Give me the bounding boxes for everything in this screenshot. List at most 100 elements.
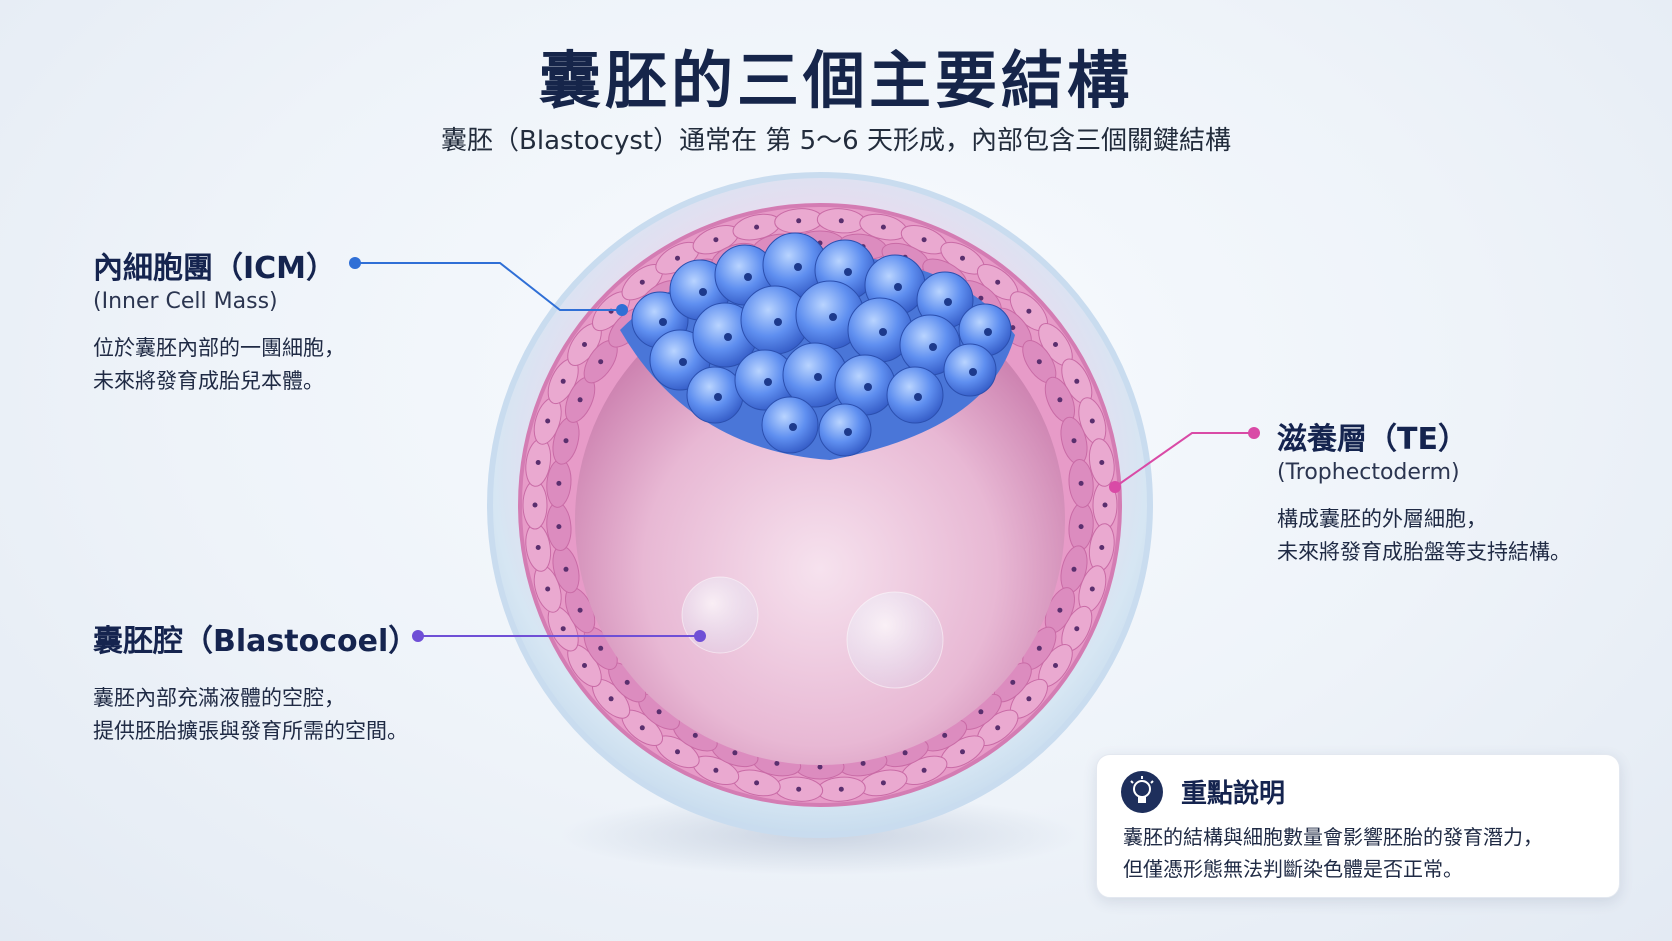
cell-nucleus	[532, 502, 538, 508]
cell-nucleus	[944, 298, 952, 306]
cell-nucleus	[713, 237, 719, 243]
cell-nucleus	[902, 750, 908, 756]
cell-nucleus	[1102, 502, 1108, 508]
cavity-label: 囊胚腔（Blastocoel） 囊胚內部充滿液體的空腔， 提供胚胎擴張與發育所需…	[93, 616, 418, 748]
cell-nucleus	[1078, 480, 1084, 486]
cell-nucleus	[960, 255, 965, 261]
cell-nucleus	[969, 368, 977, 376]
cell-nucleus	[556, 524, 562, 530]
note-line: 但僅憑形態無法判斷染色體是否正常。	[1123, 857, 1463, 881]
page-title: 囊胚的三個主要結構	[538, 44, 1133, 117]
cell-nucleus	[814, 373, 822, 381]
cell-nucleus	[1053, 342, 1058, 347]
page-subtitle: 囊胚（Blastocyst）通常在 第 5～6 天形成，內部包含三個關鍵結構	[441, 126, 1231, 156]
cell-nucleus	[774, 318, 782, 326]
cell-nucleus	[1053, 663, 1058, 668]
cell-nucleus	[724, 333, 732, 341]
cell-nucleus	[960, 749, 965, 755]
cell-nucleus	[864, 383, 872, 391]
cell-nucleus	[624, 679, 630, 685]
cell-nucleus	[608, 696, 614, 702]
cell-nucleus	[838, 786, 844, 792]
cell-nucleus	[794, 263, 802, 271]
cell-nucleus	[921, 767, 927, 773]
cell-nucleus	[563, 438, 569, 444]
cell-nucleus	[829, 313, 837, 321]
cell-nucleus	[838, 218, 844, 224]
te-description: 構成囊胚的外層細胞， 未來將發育成胎盤等支持結構。	[1277, 503, 1571, 569]
cell-nucleus	[879, 328, 887, 336]
note-body: 囊胚的結構與細胞數量會影響胚胎的發育潛力， 但僅憑形態無法判斷染色體是否正常。	[1123, 821, 1543, 885]
cell-nucleus	[764, 378, 772, 386]
cell-nucleus	[577, 397, 583, 403]
cell-nucleus	[679, 358, 687, 366]
cell-nucleus	[817, 764, 823, 770]
cell-nucleus	[1057, 397, 1063, 403]
cell-nucleus	[732, 750, 738, 756]
cell-nucleus	[1089, 418, 1095, 424]
icm-cells	[631, 232, 1012, 457]
icm-label: 內細胞團（ICM） (Inner Cell Mass) 位於囊胚內部的一團細胞，…	[93, 243, 345, 398]
fluid-bubble	[681, 576, 759, 654]
te-desc-line: 構成囊胚的外層細胞，	[1277, 507, 1487, 531]
fluid-bubble	[846, 591, 944, 689]
icm-description: 位於囊胚內部的一團細胞， 未來將發育成胎兒本體。	[93, 332, 345, 398]
cell-nucleus	[659, 318, 667, 326]
icm-subtitle: (Inner Cell Mass)	[93, 289, 278, 314]
cell-nucleus	[1071, 566, 1077, 572]
icm-desc-line: 未來將發育成胎兒本體。	[93, 369, 324, 393]
cell-nucleus	[1026, 696, 1032, 702]
cell-nucleus	[1074, 626, 1080, 632]
cell-nucleus	[844, 268, 852, 276]
cell-nucleus	[744, 273, 752, 281]
cell-nucleus	[984, 328, 992, 336]
cell-nucleus	[582, 663, 587, 668]
cell-nucleus	[995, 725, 1001, 731]
cell-nucleus	[556, 480, 562, 486]
cell-nucleus	[1089, 586, 1095, 592]
te-subtitle: (Trophectoderm)	[1277, 460, 1460, 485]
cell-nucleus	[860, 760, 866, 766]
cell-nucleus	[921, 237, 927, 243]
cell-nucleus	[880, 224, 886, 230]
cell-nucleus	[1036, 645, 1042, 651]
cell-nucleus	[1071, 438, 1077, 444]
cavity-description: 囊胚內部充滿液體的空腔， 提供胚胎擴張與發育所需的空間。	[93, 682, 418, 748]
cell-nucleus	[1026, 308, 1032, 314]
cell-nucleus	[1057, 607, 1063, 613]
cell-nucleus	[1099, 460, 1105, 465]
cell-nucleus	[639, 725, 645, 731]
cell-nucleus	[699, 288, 707, 296]
cell-nucleus	[754, 780, 760, 786]
cell-nucleus	[978, 295, 984, 301]
cell-nucleus	[978, 709, 984, 715]
cell-nucleus	[796, 786, 802, 792]
cell-nucleus	[608, 308, 614, 314]
note-line: 囊胚的結構與細胞數量會影響胚胎的發育潛力，	[1123, 825, 1543, 849]
cell-nucleus	[545, 586, 551, 592]
cell-nucleus	[1036, 359, 1042, 365]
cell-nucleus	[995, 279, 1001, 285]
cell-nucleus	[1099, 545, 1105, 550]
cell-nucleus	[577, 607, 583, 613]
cell-nucleus	[675, 255, 680, 261]
cell-nucleus	[844, 428, 852, 436]
icm-desc-line: 位於囊胚內部的一團細胞，	[93, 336, 345, 360]
cell-nucleus	[880, 780, 886, 786]
note-title: 重點說明	[1181, 779, 1286, 809]
cell-nucleus	[1074, 378, 1080, 384]
cavity-title: 囊胚腔（Blastocoel）	[93, 624, 419, 659]
te-desc-line: 未來將發育成胎盤等支持結構。	[1277, 540, 1571, 564]
cell-nucleus	[894, 283, 902, 291]
cell-nucleus	[598, 359, 604, 365]
cell-nucleus	[692, 732, 698, 738]
cell-nucleus	[789, 423, 797, 431]
cell-nucleus	[639, 279, 645, 285]
cell-nucleus	[774, 760, 780, 766]
cell-nucleus	[598, 645, 604, 651]
cell-nucleus	[563, 566, 569, 572]
cell-nucleus	[914, 393, 922, 401]
te-label: 滋養層（TE） (Trophectoderm) 構成囊胚的外層細胞， 未來將發育…	[1277, 414, 1571, 569]
cell-nucleus	[675, 749, 680, 755]
